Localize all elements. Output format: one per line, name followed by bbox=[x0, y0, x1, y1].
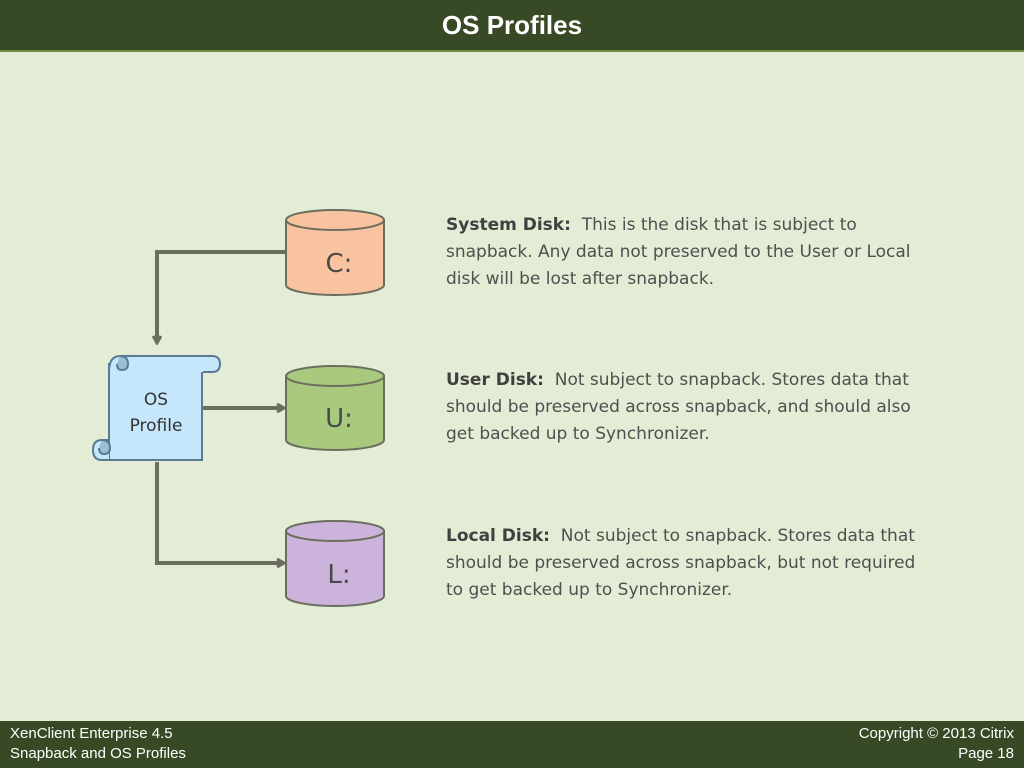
local-disk-text: Not subject to snapback. Stores data tha… bbox=[446, 526, 916, 600]
footer-page-number: Page 18 bbox=[958, 745, 1014, 762]
footer-right: Copyright © 2013 Citrix Page 18 bbox=[859, 724, 1014, 764]
local-disk-description: Local Disk: Not subject to snapback. Sto… bbox=[446, 523, 926, 604]
system-disk-label: C: bbox=[326, 249, 353, 279]
user-disk-description: User Disk: Not subject to snapback. Stor… bbox=[446, 367, 926, 448]
footer-product: XenClient Enterprise 4.5 bbox=[10, 725, 173, 742]
system-disk-title: System Disk: bbox=[446, 215, 571, 235]
footer-copyright: Copyright © 2013 Citrix bbox=[858, 725, 1014, 742]
system-disk-body bbox=[285, 219, 385, 296]
system-disk-top bbox=[285, 209, 385, 231]
title-bar: OS Profiles bbox=[0, 0, 1024, 52]
local-disk-label: L: bbox=[327, 560, 350, 590]
footer-left: XenClient Enterprise 4.5 Snapback and OS… bbox=[10, 724, 186, 764]
user-disk-body bbox=[285, 375, 385, 451]
user-disk-label: U: bbox=[325, 404, 353, 434]
system-disk-description: System Disk: This is the disk that is su… bbox=[446, 212, 926, 293]
page-title: OS Profiles bbox=[441, 9, 583, 40]
connector-profile-to-l bbox=[155, 462, 283, 563]
footer-section: Snapback and OS Profiles bbox=[10, 745, 186, 762]
user-disk-top bbox=[285, 365, 385, 387]
user-disk-cylinder: U: bbox=[285, 365, 385, 451]
local-disk-cylinder: L: bbox=[285, 520, 385, 607]
local-disk-top bbox=[285, 520, 385, 542]
system-disk-cylinder: C: bbox=[285, 209, 385, 296]
os-profile-label-line1: OS bbox=[144, 390, 168, 410]
footer-bar: XenClient Enterprise 4.5 Snapback and OS… bbox=[0, 721, 1024, 768]
os-profile-scroll: OS Profile bbox=[91, 355, 222, 461]
os-profile-label-line2: Profile bbox=[130, 416, 183, 436]
system-disk-text: This is the disk that is subject to snap… bbox=[446, 215, 911, 289]
local-disk-body bbox=[285, 530, 385, 607]
local-disk-title: Local Disk: bbox=[446, 526, 550, 546]
user-disk-title: User Disk: bbox=[446, 370, 544, 390]
user-disk-text: Not subject to snapback. Stores data tha… bbox=[446, 370, 911, 444]
connector-c-to-profile bbox=[157, 250, 285, 342]
